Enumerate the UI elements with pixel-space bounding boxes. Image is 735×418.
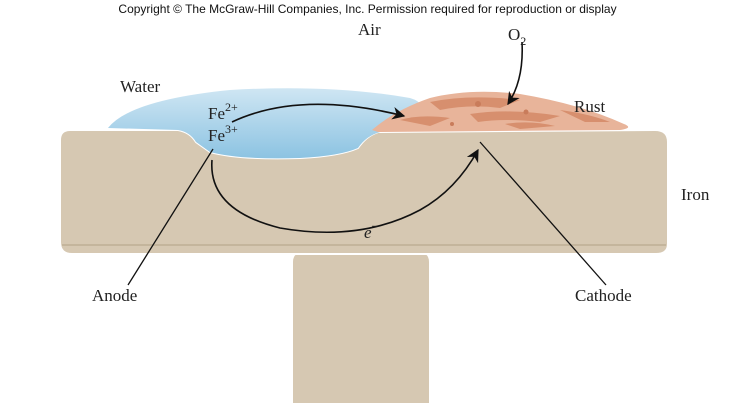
rust-label: Rust [574,97,605,116]
fe3-ion-label: Fe3+ [208,122,238,145]
ion-migration-arrow [231,103,406,123]
rust-deposit [372,91,629,132]
oxygen-arrow [507,41,524,106]
fe2-ion-label: Fe2+ [208,100,238,123]
anode-leader-line [127,148,214,286]
water-label: Water [120,77,160,96]
electron-flow-arrow [211,148,479,234]
electron-label: e− [364,219,379,242]
cathode-label: Cathode [575,286,632,305]
iron-label: Iron [681,185,710,204]
cathode-leader-line [479,141,607,286]
oxygen-label: O2 [508,25,526,48]
anode-label: Anode [92,286,137,305]
iron-stem [291,251,431,405]
air-label: Air [358,20,381,39]
copyright-notice: Copyright © The McGraw-Hill Companies, I… [118,2,617,16]
